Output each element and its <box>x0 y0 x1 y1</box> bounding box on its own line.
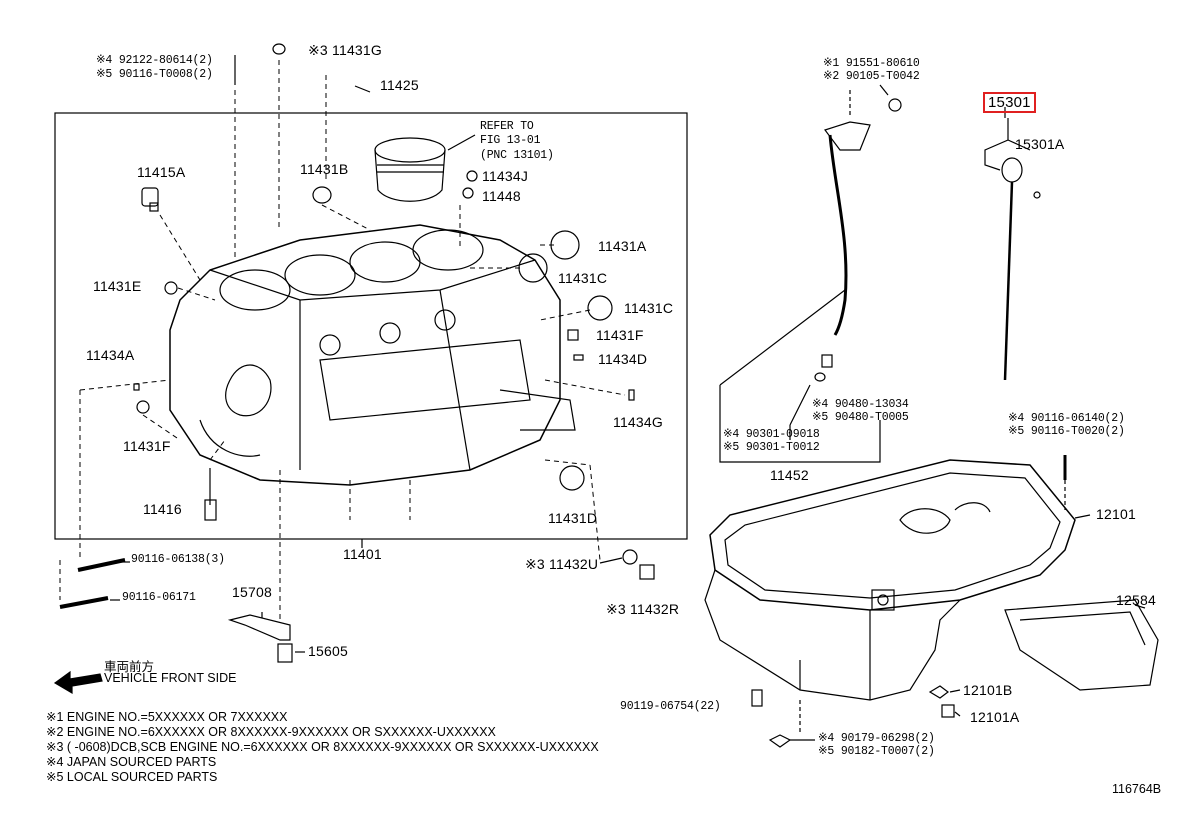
figure-id: 116764B <box>1112 782 1162 796</box>
dipstick-drawing <box>984 118 1041 381</box>
label-12101: 12101 <box>1096 506 1136 522</box>
label-90105-T0042: ※2 90105-T0042 <box>823 70 920 83</box>
footnote-2: ※2 ENGINE NO.=6XXXXXX OR 8XXXXXX-9XXXXXX… <box>46 725 496 739</box>
vehicle-front-arrow <box>53 670 103 695</box>
label-92122-80614: ※4 92122-80614(2) <box>96 54 213 67</box>
cylinder-block-drawing <box>169 224 576 486</box>
label-11431C-2: 11431C <box>624 300 674 316</box>
oil-pan-drawing <box>704 455 1159 748</box>
label-refer-fig: FIG 13-01 <box>480 134 541 147</box>
dipstick-guide-drawing <box>719 84 902 463</box>
label-90179-06298: ※4 90179-06298(2) <box>818 732 935 745</box>
label-11452: 11452 <box>770 467 809 483</box>
label-refer-pnc: (PNC 13101) <box>480 149 554 162</box>
label-12101B: 12101B <box>963 682 1013 698</box>
label-11431D: 11431D <box>548 510 598 526</box>
label-15301A: 15301A <box>1015 136 1065 152</box>
label-11434G: 11434G <box>613 414 663 430</box>
label-90116-06138: 90116-06138(3) <box>131 553 225 566</box>
label-12101A: 12101A <box>970 709 1020 725</box>
label-11401: 11401 <box>343 546 382 562</box>
label-11434J: 11434J <box>482 168 529 184</box>
label-90480-T0005: ※5 90480-T0005 <box>812 411 909 424</box>
label-11431C-1: 11431C <box>558 270 608 286</box>
label-11431A: 11431A <box>598 238 647 254</box>
label-15301-highlighted[interactable]: 15301 <box>983 92 1036 113</box>
vehicle-front-en: VEHICLE FRONT SIDE <box>104 671 237 685</box>
label-90116-T0020: ※5 90116-T0020(2) <box>1008 425 1125 438</box>
label-11432U: ※3 11432U <box>525 556 599 572</box>
block-assembly-frame <box>54 112 688 540</box>
label-11431F-2: 11431F <box>123 438 171 454</box>
label-11416: 11416 <box>143 501 182 517</box>
label-15605: 15605 <box>308 643 348 659</box>
label-90301-09018: ※4 90301-09018 <box>723 428 820 441</box>
label-11431F-1: 11431F <box>596 327 644 343</box>
label-11431B: 11431B <box>300 161 349 177</box>
label-90116-T0008: ※5 90116-T0008(2) <box>96 68 213 81</box>
label-11434D: 11434D <box>598 351 648 367</box>
footnote-1: ※1 ENGINE NO.=5XXXXXX OR 7XXXXXX <box>46 710 288 724</box>
label-11432R: ※3 11432R <box>606 601 680 617</box>
label-90301-T0012: ※5 90301-T0012 <box>723 441 820 454</box>
label-11425: 11425 <box>380 77 419 93</box>
footnote-3: ※3 ( -0608)DCB,SCB ENGINE NO.=6XXXXXX OR… <box>46 740 599 754</box>
label-11431G: ※3 11431G <box>308 42 382 58</box>
label-11431E: 11431E <box>93 278 142 294</box>
label-90116-06140: ※4 90116-06140(2) <box>1008 412 1125 425</box>
vehicle-front-jp: 車両前方 <box>104 660 155 674</box>
footnotes: ※1 ENGINE NO.=5XXXXXX OR 7XXXXXX ※2 ENGI… <box>46 710 599 785</box>
label-11448: 11448 <box>482 188 521 204</box>
label-90182-T0007: ※5 90182-T0007(2) <box>818 745 935 758</box>
footnote-4: ※4 JAPAN SOURCED PARTS <box>46 755 217 769</box>
label-11434A: 11434A <box>86 347 135 363</box>
label-12584: 12584 <box>1116 592 1156 608</box>
piston-drawing <box>374 134 476 202</box>
label-90116-06171: 90116-06171 <box>122 591 196 604</box>
footnote-5: ※5 LOCAL SOURCED PARTS <box>46 770 218 784</box>
label-90480-13034: ※4 90480-13034 <box>812 398 909 411</box>
label-15708: 15708 <box>232 584 272 600</box>
label-11415A: 11415A <box>137 164 186 180</box>
label-90119-06754: 90119-06754(22) <box>620 700 721 713</box>
label-91551-80610: ※1 91551-80610 <box>823 57 920 70</box>
label-refer-to: REFER TO <box>480 120 534 133</box>
